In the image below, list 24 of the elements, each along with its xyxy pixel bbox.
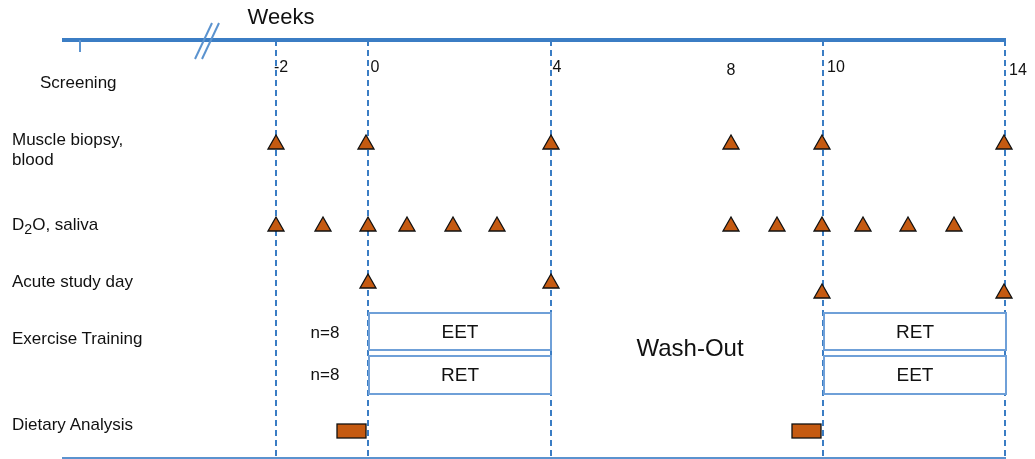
- training-phase-box: [368, 312, 552, 351]
- timeline-label: 14: [1009, 60, 1027, 80]
- timeline-label: 4: [552, 57, 562, 77]
- timeline-label: Screening: [40, 73, 117, 94]
- timeline-label: Acute study day: [12, 272, 133, 293]
- timeline-label: 8: [726, 60, 736, 80]
- phase-label: EET: [896, 364, 934, 386]
- timeline-label: Wash-Out: [636, 334, 744, 363]
- phase-label: EET: [441, 320, 479, 343]
- timeline-label: Muscle biopsy, blood: [12, 130, 125, 171]
- timeline-label: n=8: [310, 323, 340, 344]
- timeline-label: -2: [273, 57, 289, 77]
- training-phase-box: [823, 355, 1007, 395]
- training-phase-box: [823, 312, 1007, 351]
- training-phase-box: [368, 355, 552, 395]
- timeline-label: D$_{2}$O, saliva: [12, 215, 99, 239]
- timeline-label: 0: [370, 57, 380, 77]
- axis-title: Weeks: [247, 4, 315, 31]
- timeline-label: n=8: [310, 365, 340, 386]
- phase-label: RET: [441, 364, 479, 386]
- timeline-label: Exercise Training: [12, 329, 143, 350]
- timeline-label: Dietary Analysis: [12, 415, 133, 436]
- timeline-label: 10: [827, 57, 845, 77]
- phase-label: RET: [896, 320, 934, 343]
